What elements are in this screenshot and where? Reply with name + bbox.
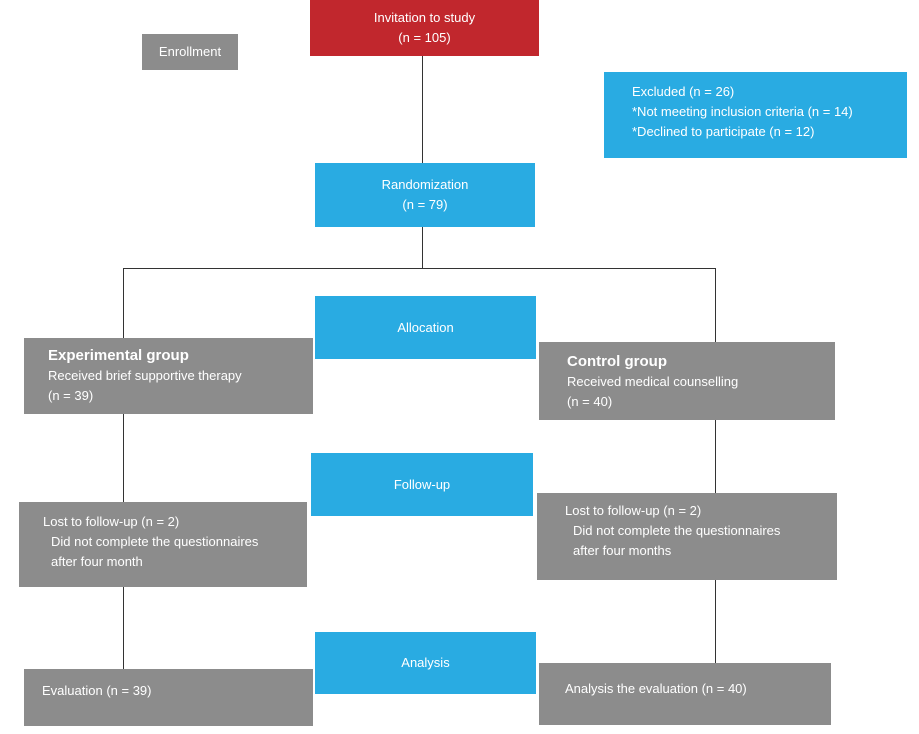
allocation-label: Allocation: [397, 319, 454, 335]
control-group-box: Control group Received medical counselli…: [539, 342, 835, 420]
lost-followup-left-line2: after four month: [51, 554, 143, 569]
excluded-title: Excluded (n = 26): [632, 84, 735, 99]
control-group-desc: Received medical counselling: [567, 374, 739, 389]
excluded-reason-1: *Not meeting inclusion criteria (n = 14): [632, 104, 853, 119]
randomization-title: Randomization: [381, 177, 469, 192]
connector-split-left: [123, 268, 124, 338]
evaluation-left-label: Evaluation (n = 39): [42, 683, 152, 698]
experimental-group-box: Experimental group Received brief suppor…: [24, 338, 313, 414]
enrollment-text: Enrollment: [158, 44, 222, 59]
lost-followup-left-box: Lost to follow-up (n = 2) Did not comple…: [19, 502, 307, 587]
connector-lost-evaluation-right: [715, 580, 716, 663]
lost-followup-right-title: Lost to follow-up (n = 2): [565, 503, 702, 518]
randomization-box: Randomization (n = 79): [315, 163, 535, 227]
followup-label: Follow-up: [393, 476, 451, 492]
invitation-title: Invitation to study: [373, 10, 476, 25]
lost-followup-left-line1: Did not complete the questionnaires: [51, 534, 259, 549]
enrollment-label: Enrollment: [142, 34, 238, 70]
control-group-title: Control group: [567, 353, 667, 370]
evaluation-left-box: Evaluation (n = 39): [24, 669, 313, 726]
excluded-reason-2: *Declined to participate (n = 12): [632, 124, 815, 139]
connector-split-right: [715, 268, 716, 342]
lost-followup-left-title: Lost to follow-up (n = 2): [43, 514, 180, 529]
invitation-count: (n = 105): [398, 30, 451, 45]
connector-invitation-randomization: [422, 55, 423, 163]
connector-randomization-split: [422, 227, 423, 268]
experimental-group-count: (n = 39): [48, 388, 94, 403]
analysis-label: Analysis: [401, 655, 450, 670]
control-group-count: (n = 40): [567, 394, 613, 409]
allocation-box: Allocation: [315, 296, 536, 359]
experimental-group-desc: Received brief supportive therapy: [48, 368, 242, 383]
evaluation-right-box: Analysis the evaluation (n = 40): [539, 663, 831, 725]
experimental-group-title: Experimental group: [48, 347, 189, 364]
excluded-box: Excluded (n = 26) *Not meeting inclusion…: [604, 72, 907, 158]
connector-experimental-lost: [123, 414, 124, 502]
randomization-count: (n = 79): [402, 197, 448, 212]
lost-followup-right-box: Lost to follow-up (n = 2) Did not comple…: [537, 493, 837, 580]
evaluation-right-label: Analysis the evaluation (n = 40): [565, 681, 747, 696]
followup-box: Follow-up: [311, 453, 533, 516]
lost-followup-right-line1: Did not complete the questionnaires: [573, 523, 781, 538]
analysis-box: Analysis: [315, 632, 536, 694]
connector-lost-evaluation-left: [123, 587, 124, 669]
lost-followup-right-line2: after four months: [573, 543, 672, 558]
connector-control-lost: [715, 420, 716, 493]
connector-split-horizontal: [123, 268, 716, 269]
invitation-box: Invitation to study (n = 105): [310, 0, 539, 56]
